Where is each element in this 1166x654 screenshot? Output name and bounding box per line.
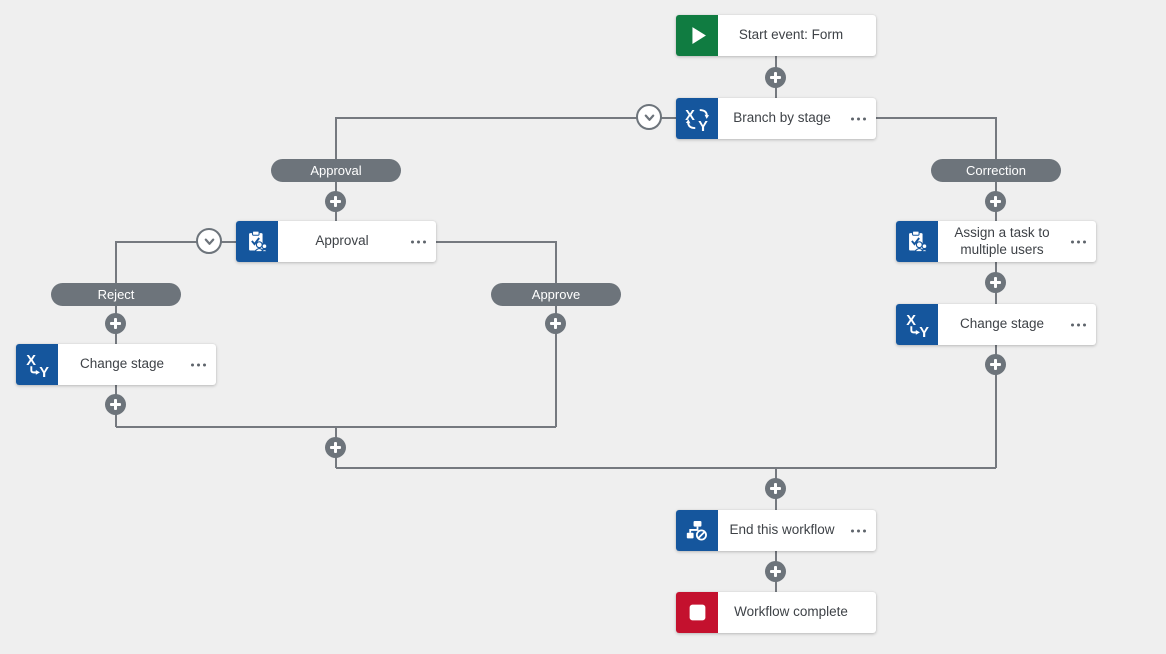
add-action-button[interactable] (545, 313, 566, 334)
svg-text:X: X (26, 353, 36, 369)
node-approval[interactable]: Approval (236, 221, 436, 262)
node-change-stage-correction[interactable]: X Y Change stage (896, 304, 1096, 345)
branch-label-reject[interactable]: Reject (51, 283, 181, 306)
svg-text:Y: Y (919, 325, 929, 338)
more-options-icon[interactable] (850, 525, 867, 536)
add-action-button[interactable] (105, 313, 126, 334)
change-stage-icon: X Y (16, 344, 58, 385)
branch-stage-icon: X Y (676, 98, 718, 139)
branch-label-text: Approval (310, 163, 362, 178)
add-action-button[interactable] (985, 354, 1006, 375)
node-change-stage-reject[interactable]: X Y Change stage (16, 344, 216, 385)
chevron-down-icon (644, 114, 654, 121)
add-action-button[interactable] (985, 272, 1006, 293)
play-icon (676, 15, 718, 56)
node-assign-task-multiple-users[interactable]: Assign a task to multiple users (896, 221, 1096, 262)
node-label: End this workflow (729, 522, 835, 538)
node-label: Change stage (79, 356, 165, 372)
svg-text:Y: Y (39, 365, 49, 378)
more-options-icon[interactable] (410, 236, 427, 247)
node-label: Workflow complete (734, 604, 848, 620)
svg-text:X: X (685, 108, 695, 124)
branch-label-text: Approve (531, 287, 581, 302)
assign-task-icon (236, 221, 278, 262)
collapse-branch-button[interactable] (196, 228, 222, 254)
svg-text:X: X (906, 313, 916, 329)
node-label: Change stage (959, 316, 1045, 332)
branch-label-text: Correction (966, 163, 1026, 178)
more-options-icon[interactable] (1070, 319, 1087, 330)
add-action-button[interactable] (765, 561, 786, 582)
more-options-icon[interactable] (190, 359, 207, 370)
branch-label-text: Reject (97, 287, 135, 302)
add-action-button[interactable] (325, 191, 346, 212)
add-action-button[interactable] (105, 394, 126, 415)
node-start-event[interactable]: Start event: Form (676, 15, 876, 56)
stop-icon (676, 592, 718, 633)
node-branch-by-stage[interactable]: X Y Branch by stage (676, 98, 876, 139)
node-label: Assign a task to multiple users (954, 224, 1050, 257)
change-stage-icon: X Y (896, 304, 938, 345)
more-options-icon[interactable] (850, 113, 867, 124)
node-workflow-complete[interactable]: Workflow complete (676, 592, 876, 633)
add-action-button[interactable] (985, 191, 1006, 212)
node-end-this-workflow[interactable]: End this workflow (676, 510, 876, 551)
node-label: Start event: Form (738, 27, 844, 43)
add-action-button[interactable] (765, 67, 786, 88)
more-options-icon[interactable] (1070, 236, 1087, 247)
branch-label-approval[interactable]: Approval (271, 159, 401, 182)
add-action-button[interactable] (325, 437, 346, 458)
branch-label-correction[interactable]: Correction (931, 159, 1061, 182)
svg-text:Y: Y (698, 119, 708, 132)
assign-task-icon (896, 221, 938, 262)
add-action-button[interactable] (765, 478, 786, 499)
chevron-down-icon (204, 238, 214, 245)
end-workflow-icon (676, 510, 718, 551)
branch-label-approve[interactable]: Approve (491, 283, 621, 306)
node-label: Branch by stage (733, 110, 831, 126)
node-label: Approval (315, 233, 369, 249)
collapse-branch-button[interactable] (636, 104, 662, 130)
